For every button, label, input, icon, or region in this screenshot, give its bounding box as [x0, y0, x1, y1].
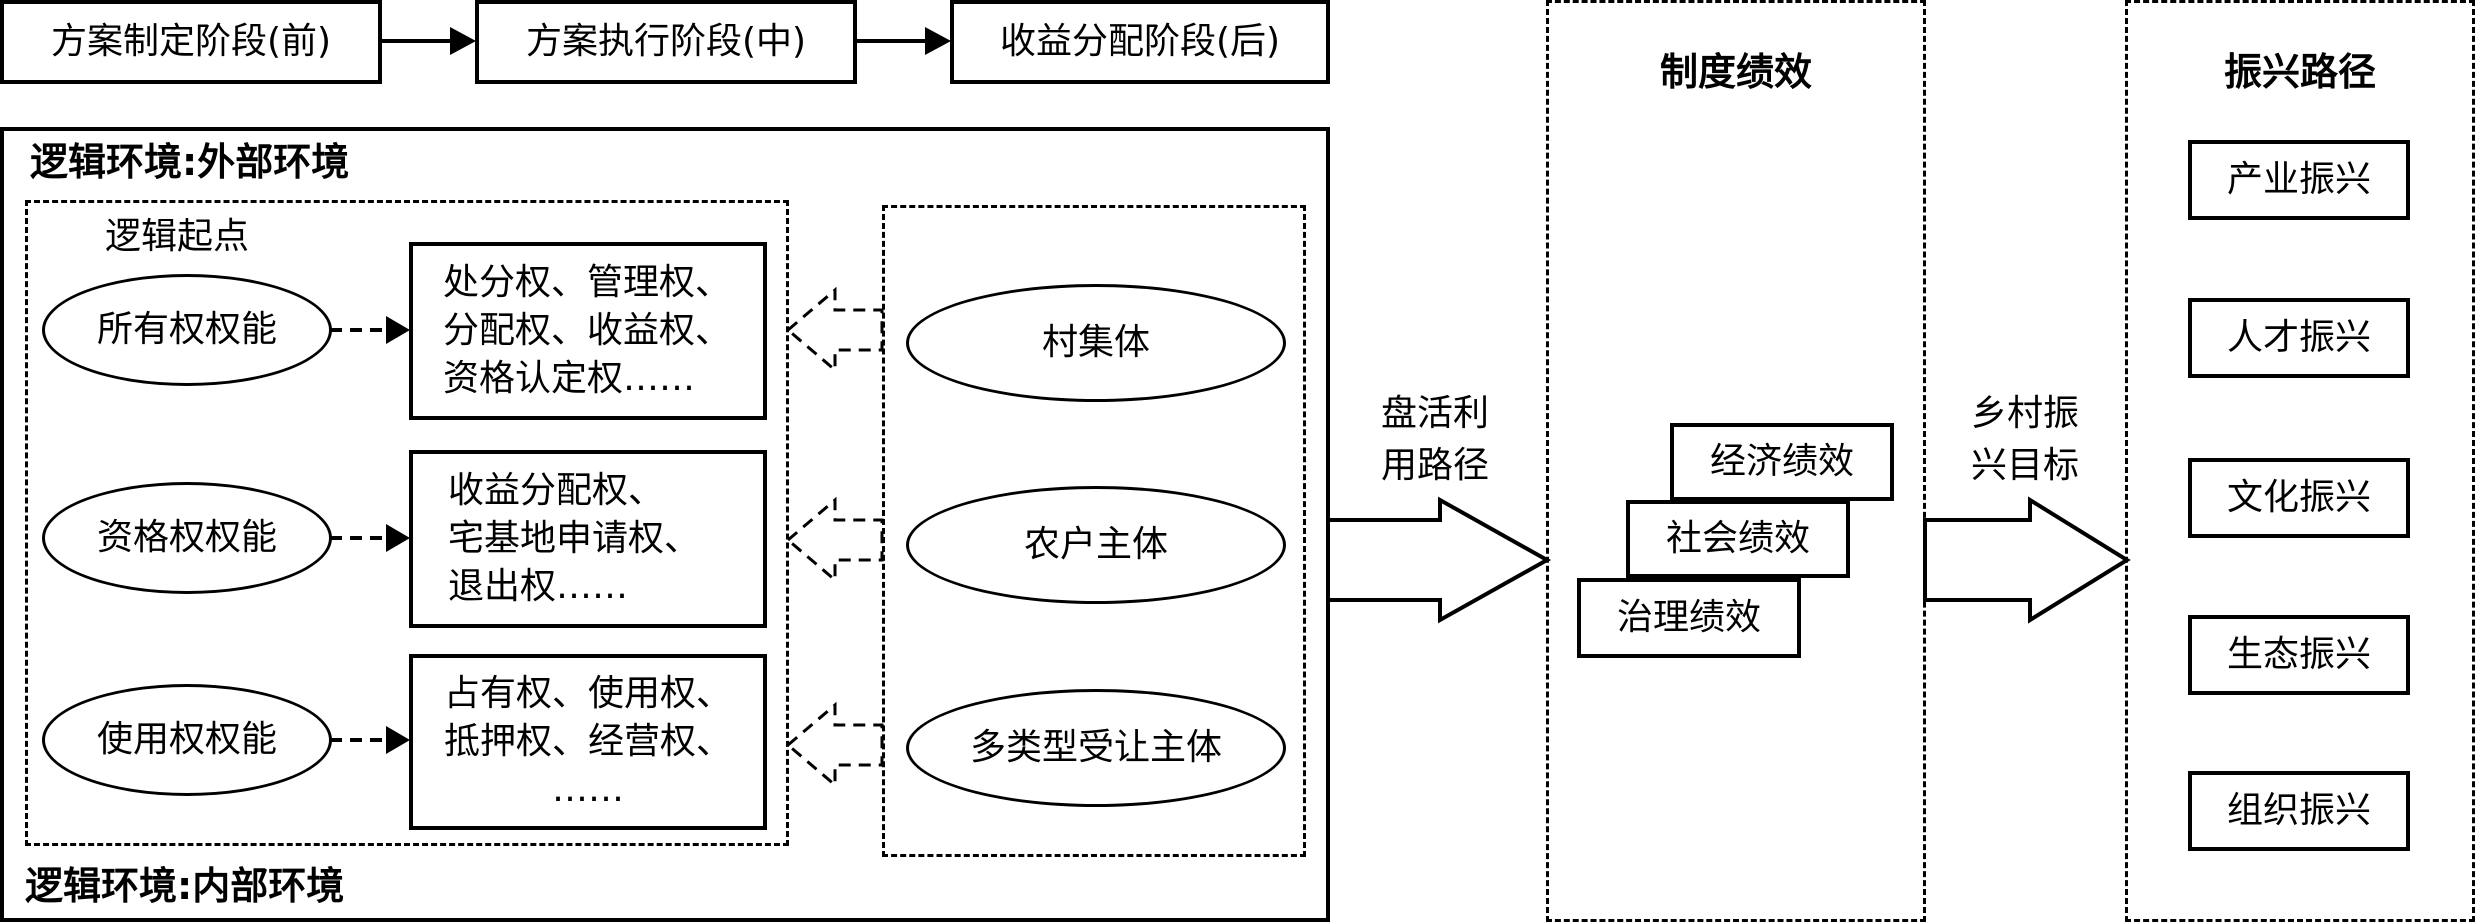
performance-label: 治理绩效 [1616, 596, 1761, 638]
rights-line: 宅基地申请权、 [448, 518, 701, 559]
stage-label: 收益分配阶段(后) [999, 20, 1281, 62]
revitalization-title: 振兴路径 [2223, 50, 2376, 94]
path-arrow-line: 盘活利 [1380, 393, 1489, 434]
logic-start-label: 逻辑起点 [105, 216, 250, 257]
stage-box-distribute: 收益分配阶段(后) [950, 0, 1330, 84]
performance-box-social: 社会绩效 [1626, 500, 1850, 578]
goal-arrow-label: 乡村振 兴目标 [1950, 388, 2100, 492]
subject-ellipse-transferee: 多类型受让主体 [906, 689, 1286, 807]
logic-start-box [25, 200, 789, 846]
power-label: 所有权权能 [96, 308, 277, 350]
performance-box-governance: 治理绩效 [1577, 578, 1801, 658]
subject-label: 农户主体 [1023, 523, 1168, 565]
stage-label: 方案执行阶段(中) [525, 20, 807, 62]
stage-label: 方案制定阶段(前) [50, 20, 332, 62]
revitalization-box-talent: 人才振兴 [2188, 298, 2410, 378]
rights-line: 占有权、使用权、 [443, 673, 732, 714]
performance-column [1546, 0, 1926, 922]
power-ellipse-use: 使用权权能 [42, 684, 332, 796]
goal-arrow [1923, 496, 2131, 624]
performance-label: 经济绩效 [1709, 440, 1854, 482]
performance-title: 制度绩效 [1659, 50, 1812, 94]
rights-line: 退出权…… [448, 566, 629, 607]
subjects-box [882, 205, 1306, 857]
revitalization-column [2125, 0, 2475, 922]
power-ellipse-qualification: 资格权权能 [42, 482, 332, 594]
revitalization-box-ecology: 生态振兴 [2188, 615, 2410, 695]
path-arrow-label: 盘活利 用路径 [1360, 388, 1510, 492]
rights-line: 处分权、管理权、 [443, 262, 732, 303]
subject-label: 多类型受让主体 [969, 726, 1222, 768]
path-arrow [1326, 496, 1552, 624]
revitalization-label: 组织振兴 [2226, 789, 2371, 831]
goal-arrow-line: 乡村振 [1970, 393, 2079, 434]
revitalization-label: 文化振兴 [2226, 476, 2371, 518]
stage-arrow-1 [380, 27, 476, 55]
rights-line: …… [551, 769, 624, 810]
subject-ellipse-village-collective: 村集体 [906, 284, 1286, 402]
rights-line: 分配权、收益权、 [443, 310, 732, 351]
external-environment-label: 逻辑环境:外部环境 [30, 140, 350, 184]
rights-line: 资格认定权…… [443, 358, 696, 399]
rights-box-use: 占有权、使用权、 抵押权、经营权、 …… [409, 654, 767, 830]
revitalization-label: 生态振兴 [2226, 633, 2371, 675]
rights-line: 抵押权、经营权、 [443, 721, 732, 762]
stage-box-plan: 方案制定阶段(前) [0, 0, 382, 84]
revitalization-label: 产业振兴 [2226, 158, 2371, 200]
revitalization-box-industry: 产业振兴 [2188, 140, 2410, 220]
rights-line: 收益分配权、 [448, 470, 665, 511]
performance-label: 社会绩效 [1665, 517, 1810, 559]
goal-arrow-line: 兴目标 [1970, 445, 2079, 486]
power-ellipse-ownership: 所有权权能 [42, 274, 332, 386]
revitalization-box-culture: 文化振兴 [2188, 458, 2410, 538]
revitalization-box-organization: 组织振兴 [2188, 771, 2410, 851]
subject-ellipse-farmer: 农户主体 [906, 486, 1286, 604]
stage-box-execute: 方案执行阶段(中) [475, 0, 857, 84]
rights-box-ownership: 处分权、管理权、 分配权、收益权、 资格认定权…… [409, 242, 767, 420]
path-arrow-line: 用路径 [1380, 445, 1489, 486]
rights-box-qualification: 收益分配权、 宅基地申请权、 退出权…… [409, 450, 767, 628]
subject-label: 村集体 [1041, 321, 1150, 363]
power-label: 使用权权能 [96, 718, 277, 760]
logic-environment-box [0, 127, 1330, 922]
revitalization-label: 人才振兴 [2226, 316, 2371, 358]
performance-box-economic: 经济绩效 [1670, 423, 1894, 501]
internal-environment-label: 逻辑环境:内部环境 [25, 864, 345, 908]
stage-arrow-2 [855, 27, 951, 55]
power-label: 资格权权能 [96, 516, 277, 558]
